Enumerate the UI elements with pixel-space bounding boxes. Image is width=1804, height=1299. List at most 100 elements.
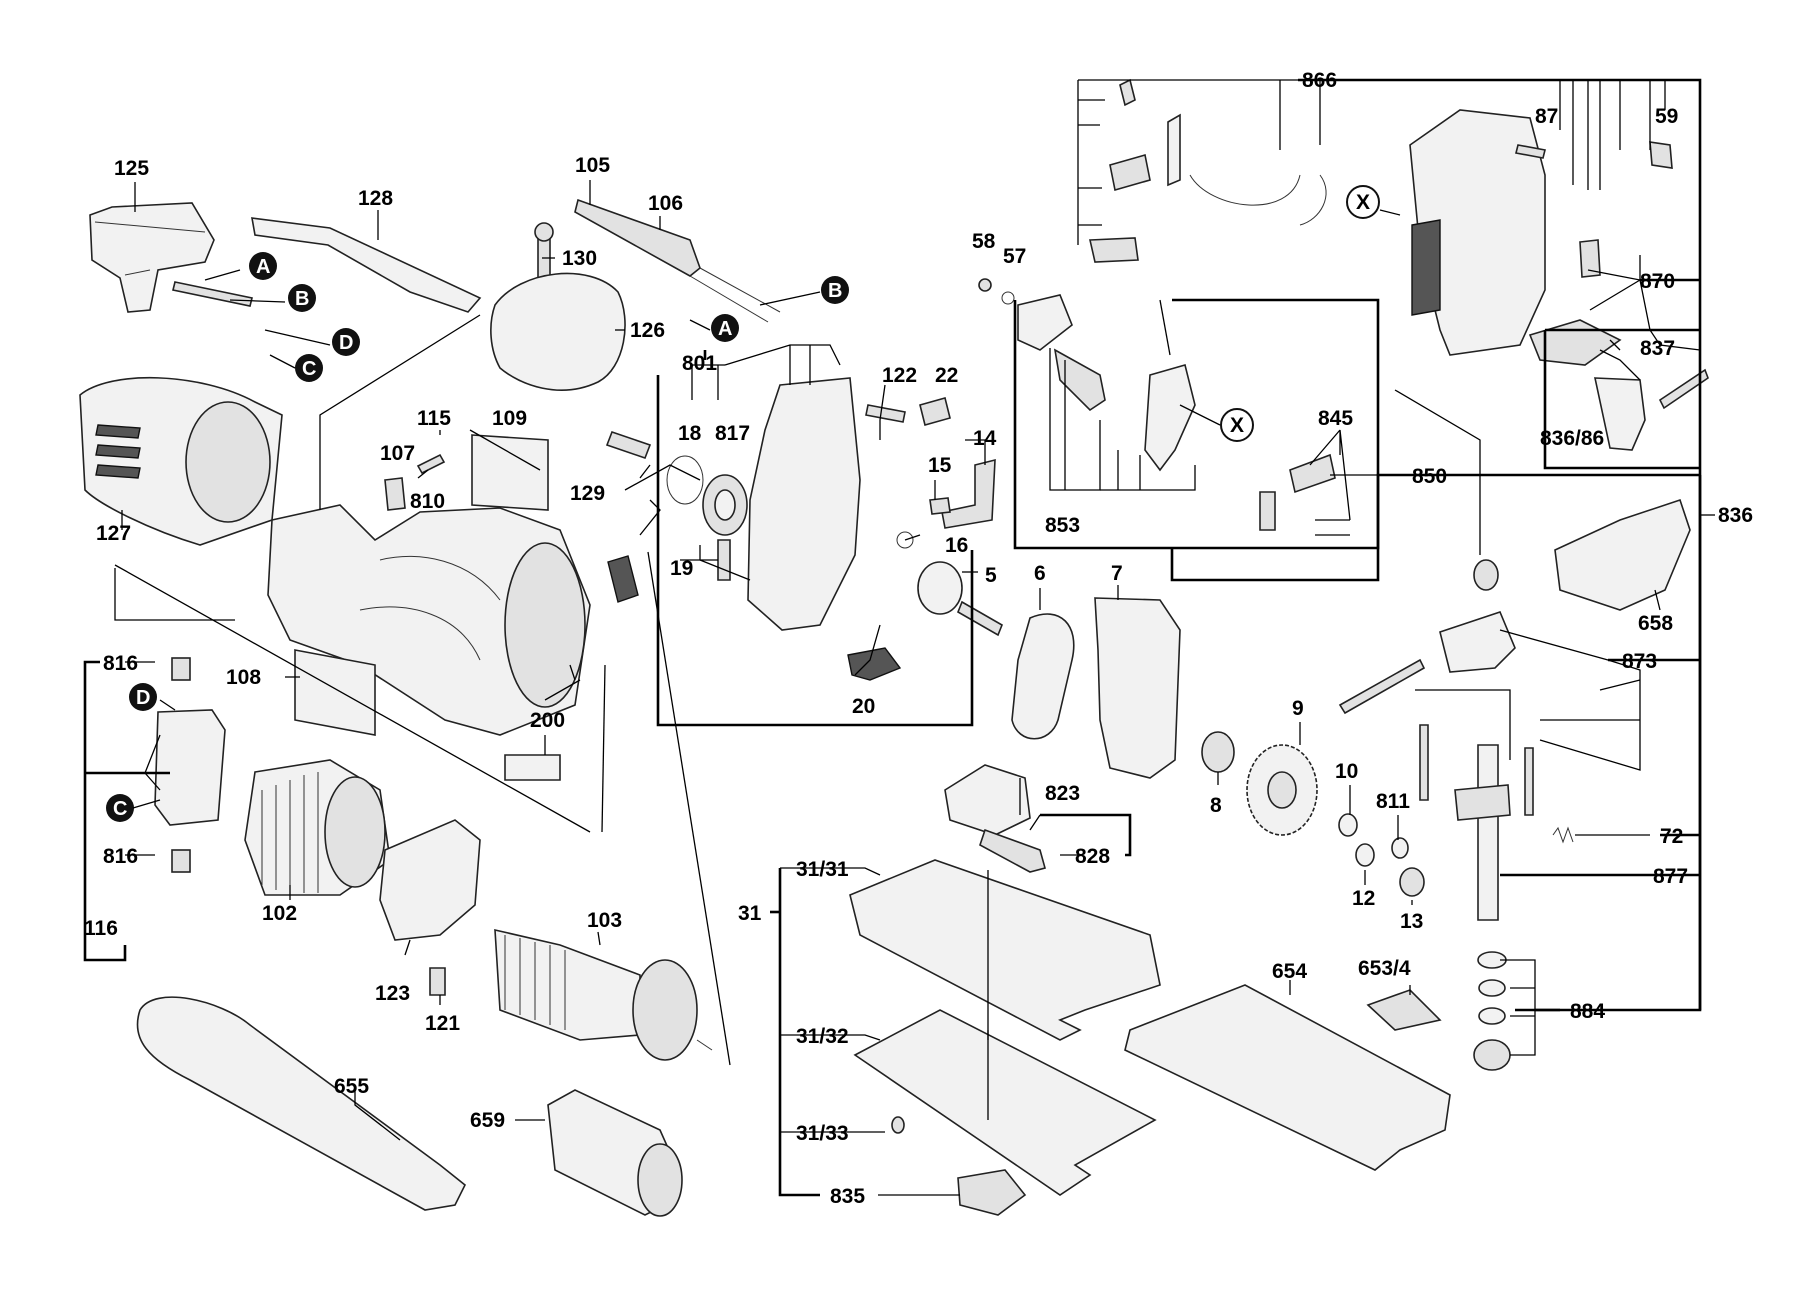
callout-801: 801 (682, 352, 717, 375)
callout-87: 87 (1535, 105, 1558, 128)
part-816-brush-bottom (171, 849, 191, 873)
part-58-screw (978, 278, 992, 292)
svg-text:X: X (1230, 414, 1244, 437)
callout-31-33: 31/33 (796, 1122, 849, 1145)
part-127-nose-cylinder (79, 377, 283, 546)
marker-x-1: X (1346, 185, 1380, 219)
part-10-washer (1338, 813, 1358, 837)
part-128-lever (251, 217, 482, 313)
part-125-switch-housing (89, 202, 215, 313)
part-866-set (1089, 78, 1327, 263)
part-884-ring-3 (1478, 1007, 1506, 1025)
callout-8: 8 (1210, 794, 1222, 817)
marker-c-2: C (106, 794, 134, 822)
part-109-label (471, 434, 549, 511)
switch-rod (172, 281, 253, 307)
part-20-slider (847, 647, 902, 681)
part-87-screw (1515, 144, 1546, 159)
part-873-rod (1338, 658, 1426, 715)
part-108-label (294, 649, 376, 736)
callout-10: 10 (1335, 760, 1358, 783)
svg-text:D: D (136, 687, 150, 709)
part-103-armature (494, 928, 713, 1061)
callout-18: 18 (678, 422, 702, 445)
callout-72: 72 (1660, 825, 1683, 848)
marker-d-1: D (332, 328, 360, 356)
part-873-carrier (1439, 611, 1516, 673)
part-16-ring (896, 531, 914, 549)
callout-836: 836 (1718, 504, 1753, 527)
callout-823: 823 (1045, 782, 1080, 805)
part-107-clip (384, 477, 406, 511)
part-19-pin (717, 539, 731, 581)
callout-835: 835 (830, 1185, 865, 1208)
part-8-bushing (1201, 731, 1235, 773)
callout-128: 128 (358, 187, 393, 210)
callout-129: 129 (570, 482, 605, 505)
callout-884: 884 (1570, 1000, 1605, 1023)
callout-837: 837 (1640, 337, 1675, 360)
part-14-lever (941, 458, 996, 529)
part-gear-housing (747, 377, 861, 631)
callout-828: 828 (1075, 845, 1110, 868)
callout-16: 16 (945, 534, 968, 557)
marker-a-2: A (711, 314, 739, 342)
part-837-set (1528, 319, 1622, 366)
part-5-washer (917, 561, 963, 615)
svg-text:B: B (828, 280, 842, 302)
callout-816-top: 816 (103, 652, 138, 675)
marker-b-2: B (821, 276, 849, 304)
marker-d-2: D (129, 683, 157, 711)
part-31-32-shoe-plate (853, 1009, 1157, 1196)
svg-text:A: A (256, 256, 270, 278)
part-811-ring (1391, 837, 1409, 859)
callout-810: 810 (410, 490, 445, 513)
part-72-spring (1552, 826, 1574, 844)
callout-107: 107 (380, 442, 415, 465)
callout-7: 7 (1111, 562, 1123, 585)
callout-12: 12 (1352, 887, 1375, 910)
part-877-plunger (1477, 744, 1499, 921)
part-motor-housing (1409, 109, 1546, 356)
part-122-screw (865, 404, 906, 423)
part-31-33-screw (891, 1116, 905, 1134)
callout-816-bottom: 816 (103, 845, 138, 868)
callout-116: 116 (84, 917, 118, 940)
callout-870: 870 (1640, 270, 1675, 293)
part-7-gear-plate (1094, 597, 1181, 779)
callout-14: 14 (973, 427, 997, 450)
marker-c-1: C (295, 354, 323, 382)
part-31-31-base-plate (849, 859, 1161, 1041)
part-853-arm (1053, 348, 1106, 412)
callout-811: 811 (1376, 790, 1410, 813)
part-870-parts (1579, 239, 1601, 278)
callout-866: 866 (1302, 69, 1337, 92)
callout-130: 130 (562, 247, 597, 270)
svg-text:B: B (295, 288, 309, 310)
part-18-ring (666, 455, 704, 505)
svg-text:A: A (718, 318, 732, 340)
callout-108: 108 (226, 666, 261, 689)
svg-text:C: C (113, 798, 127, 820)
callout-836-86: 836/86 (1540, 427, 1604, 450)
part-835-clamp (957, 1169, 1027, 1216)
marker-a-1: A (249, 252, 277, 280)
callout-9: 9 (1292, 697, 1304, 720)
callout-122: 122 (882, 364, 917, 387)
callout-31: 31 (738, 902, 762, 925)
part-105-106-cable (574, 198, 781, 323)
callout-31-32: 31/32 (796, 1025, 849, 1048)
part-884-ring-2 (1478, 979, 1506, 997)
callout-5: 5 (985, 564, 997, 587)
part-845-block (1259, 491, 1276, 531)
part-123-bearing-plate (379, 819, 481, 941)
callout-125: 125 (114, 157, 149, 180)
callout-123: 123 (375, 982, 410, 1005)
part-15-pin (929, 497, 951, 515)
callout-labels: 125 128 105 106 130 126 801 817 18 19 20… (84, 69, 1753, 1208)
part-877-holder (1454, 784, 1511, 821)
callout-845: 845 (1318, 407, 1353, 430)
callout-59: 59 (1655, 105, 1678, 128)
part-655-nozzle (136, 996, 467, 1211)
